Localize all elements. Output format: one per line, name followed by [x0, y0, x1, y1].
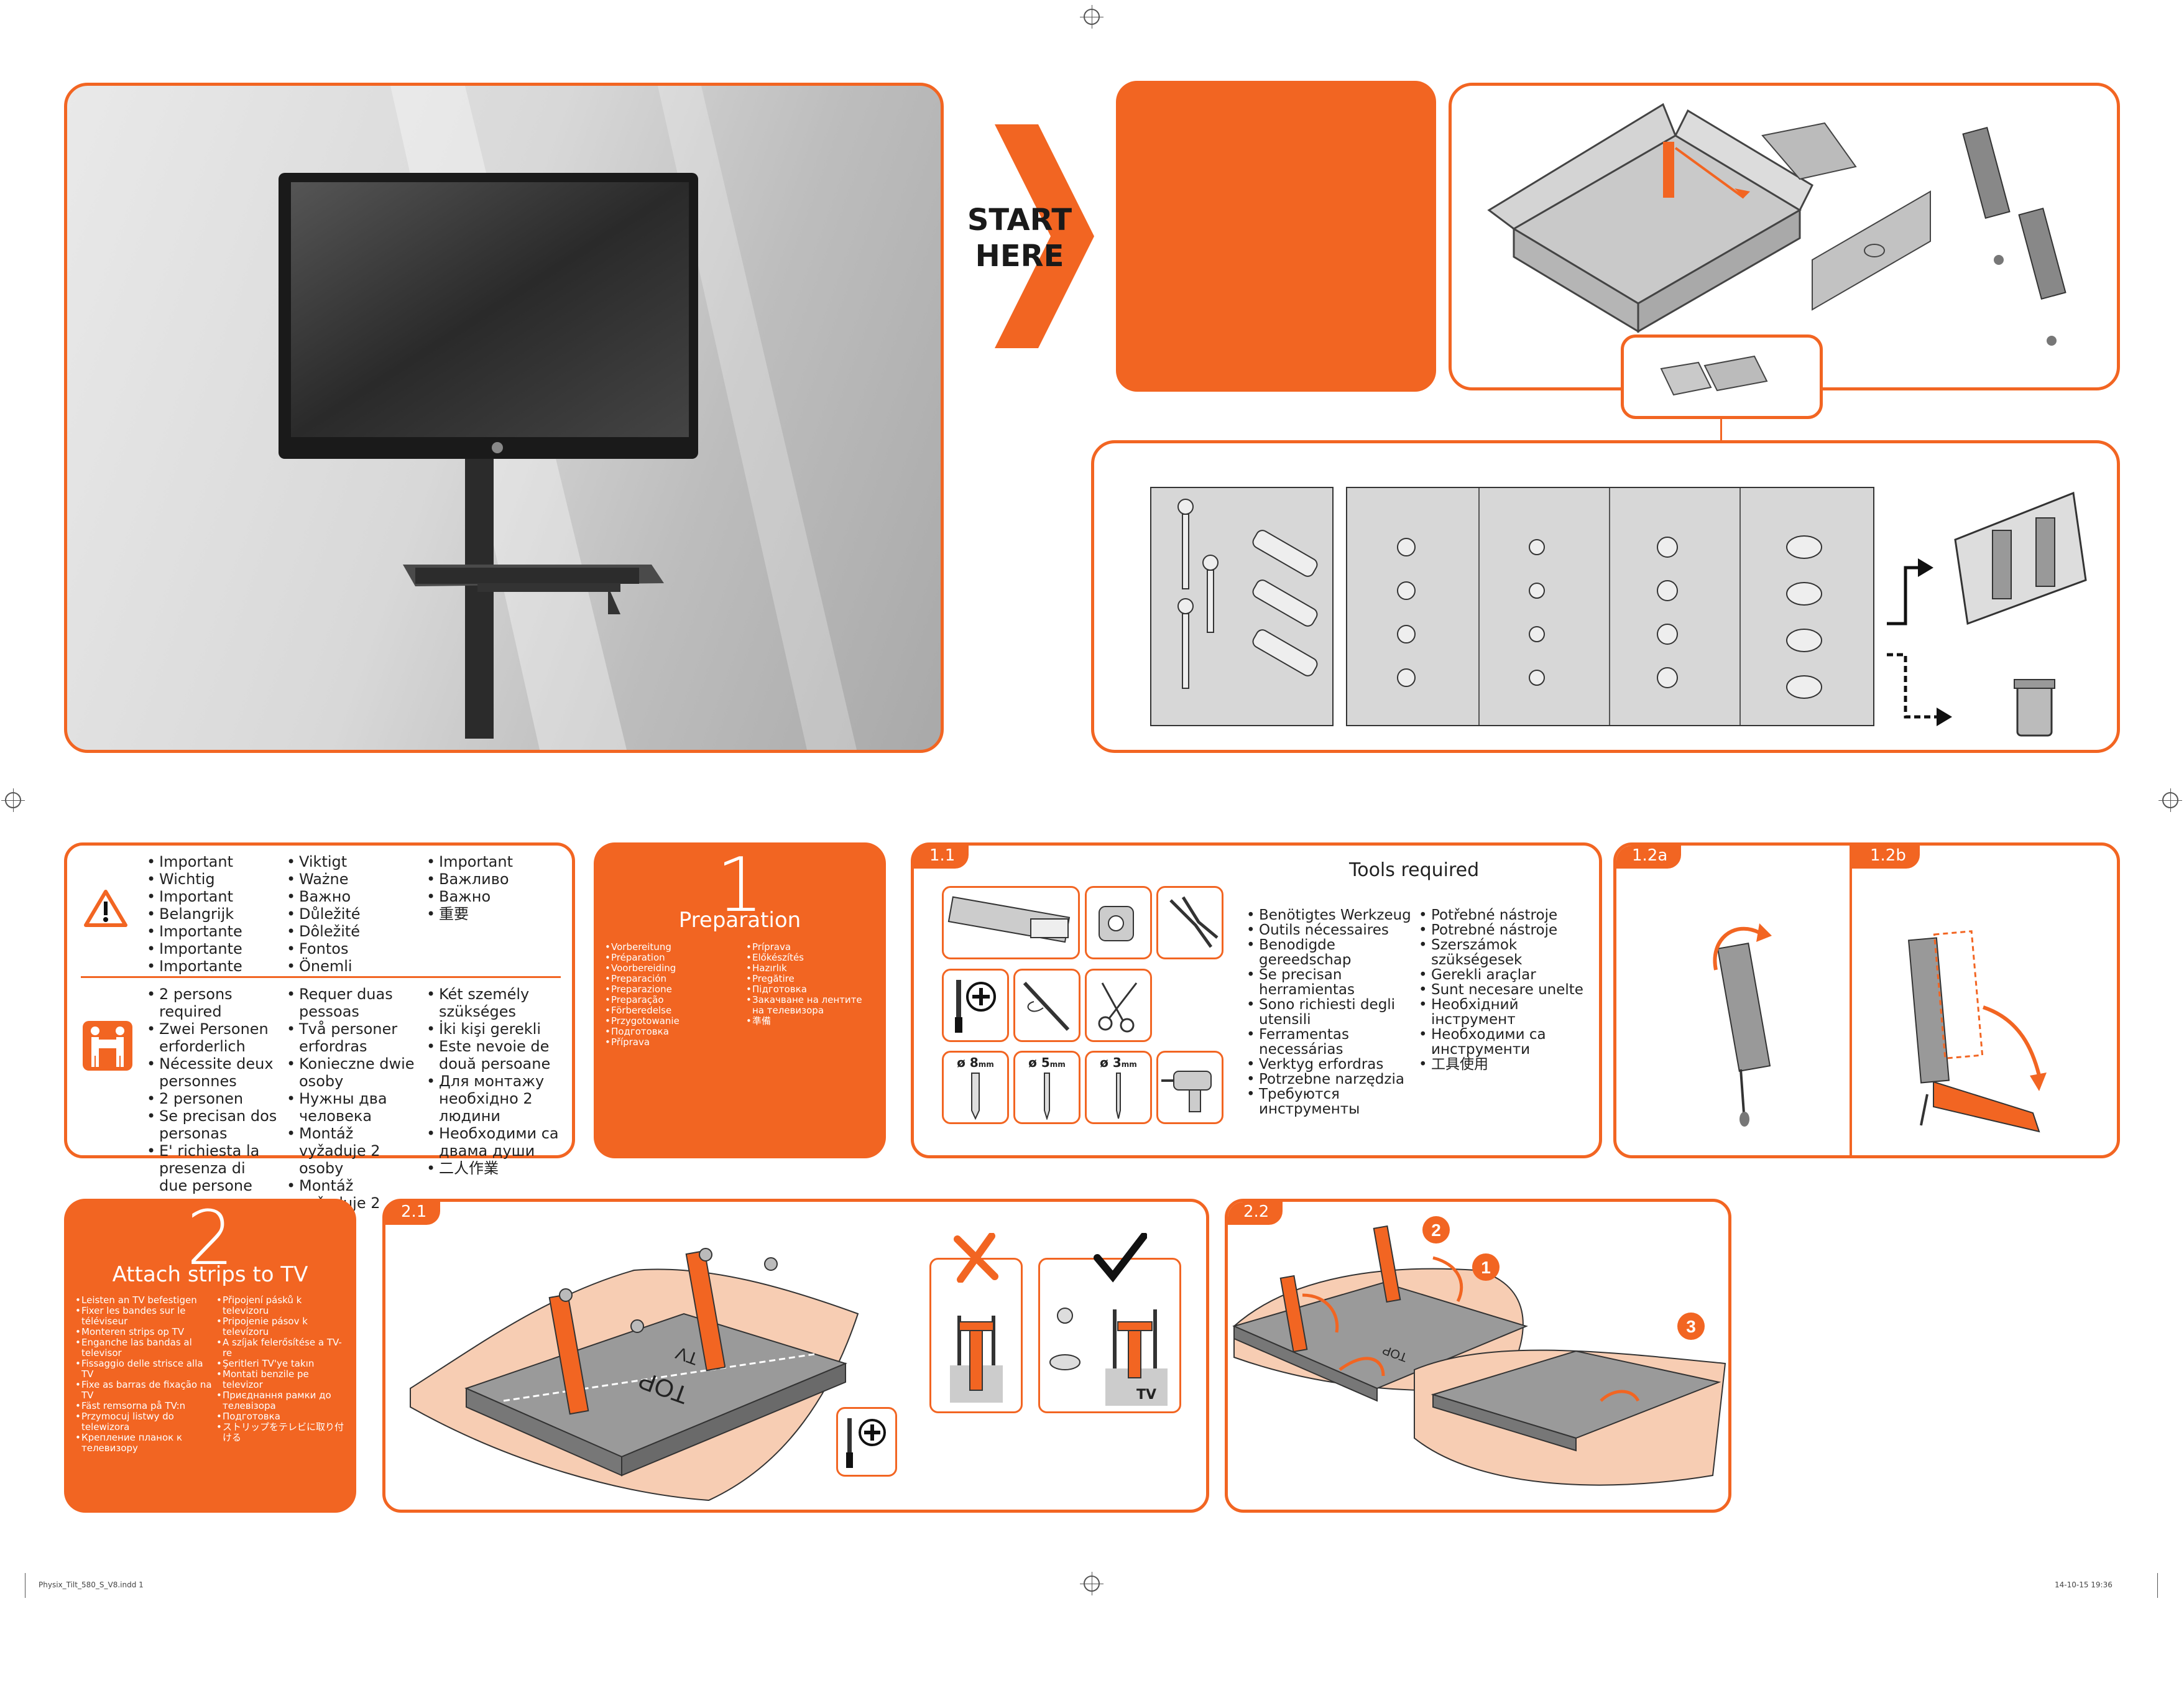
start-orange-block — [1116, 81, 1436, 392]
bracket-unfold-illustration-a — [1713, 923, 1772, 1127]
step-2-translations-col-2: Připojení pásků k televizoruPripojenie p… — [216, 1295, 347, 1443]
step-tag-1-1: 1.1 — [911, 842, 969, 869]
step-1-preparation-card: 1 Preparation VorbereitungPréparationVoo… — [594, 842, 886, 1158]
tape-measure-tool — [1085, 886, 1152, 959]
tools-translations-col-2: Potřebné nástrojePotrebné nástrojeSzersz… — [1419, 908, 1596, 1072]
registration-mark-right — [2159, 788, 2182, 812]
persons-col-2: Requer duas pessoasTvå personer erfordra… — [287, 985, 417, 1229]
step-1-title: Preparation — [678, 908, 801, 933]
start-here-arrow — [995, 124, 1094, 348]
step-tag-2-2: 2.2 — [1228, 1202, 1283, 1225]
correct-mounting-icon — [1049, 1308, 1168, 1406]
pliers-tool — [1156, 886, 1223, 959]
wall-fixings-grid — [1150, 487, 1334, 726]
check-mark-icon — [1094, 1233, 1147, 1283]
drill-bit-icon — [971, 1073, 980, 1120]
pliers-icon — [1169, 896, 1219, 948]
screwdriver-tool — [942, 969, 1009, 1042]
phillips-screwdriver-icon — [846, 1418, 886, 1468]
tape-measure-icon — [1099, 906, 1134, 941]
important-col-2: ViktigtWażneВажноDůležitéDôležitéFontosÖ… — [287, 853, 411, 975]
tools-title: Tools required — [1349, 859, 1480, 881]
important-col-1: ImportantWichtigImportantBelangrijkImpor… — [147, 853, 271, 975]
box-contents-panel — [1449, 83, 2120, 390]
cross-mark-icon — [954, 1233, 998, 1283]
drill-bit-5mm: ø 5mm — [1013, 1051, 1080, 1124]
step-tag-1-2b: 1.2b — [1851, 846, 1920, 869]
footer-crop-line-right — [2157, 1573, 2158, 1598]
manual-sub-panel — [1621, 335, 1823, 419]
spirit-level-tool — [942, 886, 1080, 959]
step-2-2-panel: 2.2 2 1 3 TOP — [1225, 1199, 1731, 1513]
pencil-tool — [1013, 969, 1080, 1042]
bracket-unfold-illustration-b — [1907, 930, 2047, 1133]
step-marker-2: 2 — [1431, 1220, 1441, 1240]
step-2-number: 2 — [186, 1196, 234, 1282]
tv-fixings-grid — [1346, 487, 1874, 726]
step-1-number: 1 — [716, 842, 764, 929]
power-drill-icon — [1161, 1071, 1212, 1112]
phillips-screwdriver-icon — [955, 980, 996, 1033]
tv-on-stand-photo — [279, 86, 857, 750]
manual-icon — [1660, 355, 1768, 396]
tools-translations-col-1: Benötigtes WerkzeugOutils nécessairesBen… — [1246, 908, 1421, 1117]
tools-required-panel: 1.1 Tools required ø 8mm ø 5mm ø 3mm Ben… — [911, 842, 1602, 1158]
wall-screws-and-plugs — [1177, 499, 1318, 689]
use-or-discard-arrows — [1887, 491, 2087, 737]
two-persons-icon — [83, 1021, 132, 1071]
screwdriver-reminder-box — [836, 1407, 897, 1477]
box-contents-illustration — [1487, 103, 2067, 346]
step-marker-1: 1 — [1481, 1258, 1491, 1277]
wrong-method-box — [929, 1258, 1023, 1413]
hardware-panel — [1091, 440, 2120, 753]
tv-label: TV — [1136, 1387, 1157, 1403]
footer-timestamp: 14-10-15 19:36 — [2055, 1580, 2113, 1589]
step-1-2-divider — [1850, 846, 1852, 1155]
warning-triangle-icon — [84, 890, 127, 927]
step-1-translations-col-2: PrípravaElőkészítésHazırlıkPregătireПідг… — [746, 942, 877, 1027]
tv-screws-and-washers — [1397, 488, 1822, 725]
step-1-2-panel: 1.2a 1.2b — [1613, 842, 2120, 1158]
registration-mark-top — [1080, 5, 1104, 29]
step-1-translations-col-1: VorbereitungPréparationVoorbereidingPrep… — [605, 942, 742, 1048]
step-tag-2-1: 2.1 — [382, 1199, 441, 1225]
scissors-tool — [1085, 969, 1152, 1042]
step-2-title: Attach strips to TV — [112, 1262, 308, 1287]
drill-bit-3mm: ø 3mm — [1085, 1051, 1152, 1124]
footer-filename: Physix_Tilt_580_S_V8.indd 1 — [39, 1580, 144, 1589]
spirit-level-icon — [947, 896, 1071, 943]
tv-strips-attach-illustration: TOP TV — [410, 1248, 859, 1502]
drill-bit-icon — [1116, 1073, 1121, 1119]
step-2-translations-col-1: Leisten an TV befestigenFixer les bandes… — [75, 1295, 215, 1454]
incorrect-mounting-icon — [950, 1316, 1003, 1403]
connector-line — [1720, 419, 1722, 441]
step-marker-3: 3 — [1686, 1317, 1696, 1336]
registration-mark-left — [1, 788, 25, 812]
power-drill-tool — [1156, 1051, 1223, 1124]
important-col-3: ImportantВажливоВажно重要 — [426, 853, 551, 923]
step-tag-1-2a: 1.2a — [1616, 846, 1682, 869]
drill-bit-8mm: ø 8mm — [942, 1051, 1009, 1124]
panel-divider — [81, 976, 561, 978]
step-2-attach-strips-card: 2 Attach strips to TV Leisten an TV befe… — [64, 1199, 356, 1513]
scissors-icon — [1098, 982, 1138, 1033]
drill-bit-icon — [1044, 1073, 1050, 1121]
persons-col-3: Két személy szükségesİki kişi gerekliEst… — [426, 985, 563, 1177]
warning-panel: ImportantWichtigImportantBelangrijkImpor… — [64, 842, 575, 1229]
pencil-icon — [1023, 981, 1070, 1031]
step-2-1-panel: 2.1 TOP TV TV — [382, 1199, 1209, 1513]
brackets-fold-illustration: 2 1 3 TOP — [1232, 1216, 1726, 1486]
correct-method-box: TV — [1038, 1258, 1181, 1413]
start-here-label: START HERE — [967, 203, 1072, 274]
persons-col-1: 2 persons requiredZwei Personen erforder… — [147, 985, 277, 1194]
registration-mark-bottom — [1080, 1572, 1104, 1595]
product-photo-panel — [64, 83, 944, 753]
